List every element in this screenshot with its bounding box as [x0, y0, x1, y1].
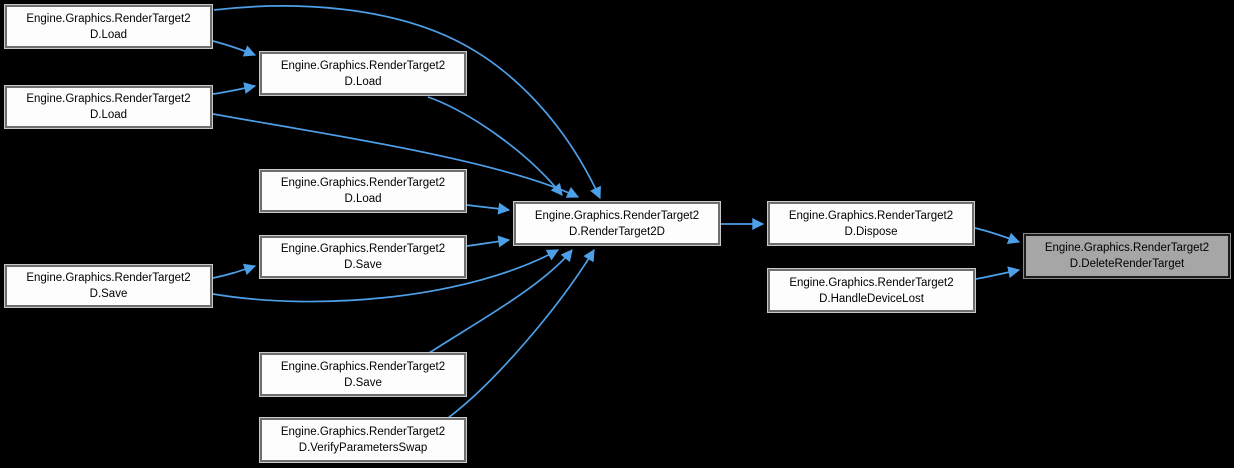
edge-verify-parameters-swap-to-render-target-2d [447, 248, 595, 419]
graph-node-label-line: D.Load [89, 109, 128, 121]
graph-node-label-line: Engine.Graphics.RenderTarget2 [534, 209, 700, 222]
edge-load-d-to-render-target-2d [466, 202, 511, 215]
graph-node-label-line: Engine.Graphics.RenderTarget2 [26, 93, 191, 105]
graph-node-label-line: Engine.Graphics.RenderTarget2 [280, 426, 446, 438]
edge-save-c-to-render-target-2d [428, 249, 573, 354]
edge-save-b-to-save-a [212, 263, 257, 279]
edge-load-c-to-render-target-2d [427, 96, 563, 196]
edge-load-b-to-render-target-2d [212, 113, 580, 198]
graph-node-label-line: Engine.Graphics.RenderTarget2 [26, 272, 191, 284]
edge-dispose-to-delete-render-target [974, 227, 1021, 245]
graph-node-label-line: D.HandleDeviceLost [819, 292, 924, 305]
graph-node-label-line: D.Save [344, 259, 382, 271]
edge-save-b-to-render-target-2d [212, 249, 560, 303]
graph-node-label-line: Engine.Graphics.RenderTarget2 [280, 59, 446, 72]
graph-node-label-line: Engine.Graphics.RenderTarget2 [788, 209, 954, 222]
graph-node-label-line: Engine.Graphics.RenderTarget2 [280, 243, 446, 255]
graph-node-label-line: Engine.Graphics.RenderTarget2 [26, 12, 191, 25]
graph-node-label-line: D.RenderTarget2D [569, 225, 665, 238]
graph-node-label-line: D.Load [344, 193, 382, 205]
edge-handle-device-lost-to-delete-render-target [975, 266, 1021, 280]
edge-load-a-to-load-c [212, 40, 257, 57]
graph-node-label-line: Engine.Graphics.RenderTarget2 [1044, 242, 1210, 254]
graph-node-label-line: Engine.Graphics.RenderTarget2 [280, 360, 446, 373]
graph-node-label-line: D.Save [89, 288, 128, 300]
graph-node-label-line: D.Load [344, 75, 382, 88]
graph-node-label-line: D.DeleteRenderTarget [1069, 258, 1185, 270]
graph-node-label-line: Engine.Graphics.RenderTarget2 [280, 177, 446, 189]
edge-load-a-to-render-target-2d [213, 5, 601, 200]
graph-node-label-line: D.VerifyParametersSwap [298, 442, 428, 454]
edge-load-b-to-load-c [212, 82, 257, 95]
graph-node-label-line: D.Load [89, 28, 128, 41]
graph-node-label-line: D.Dispose [844, 225, 898, 238]
graph-node-label-line: D.Save [344, 376, 382, 389]
edge-save-a-to-render-target-2d [466, 235, 511, 248]
graph-node-label-line: Engine.Graphics.RenderTarget2 [789, 276, 954, 289]
